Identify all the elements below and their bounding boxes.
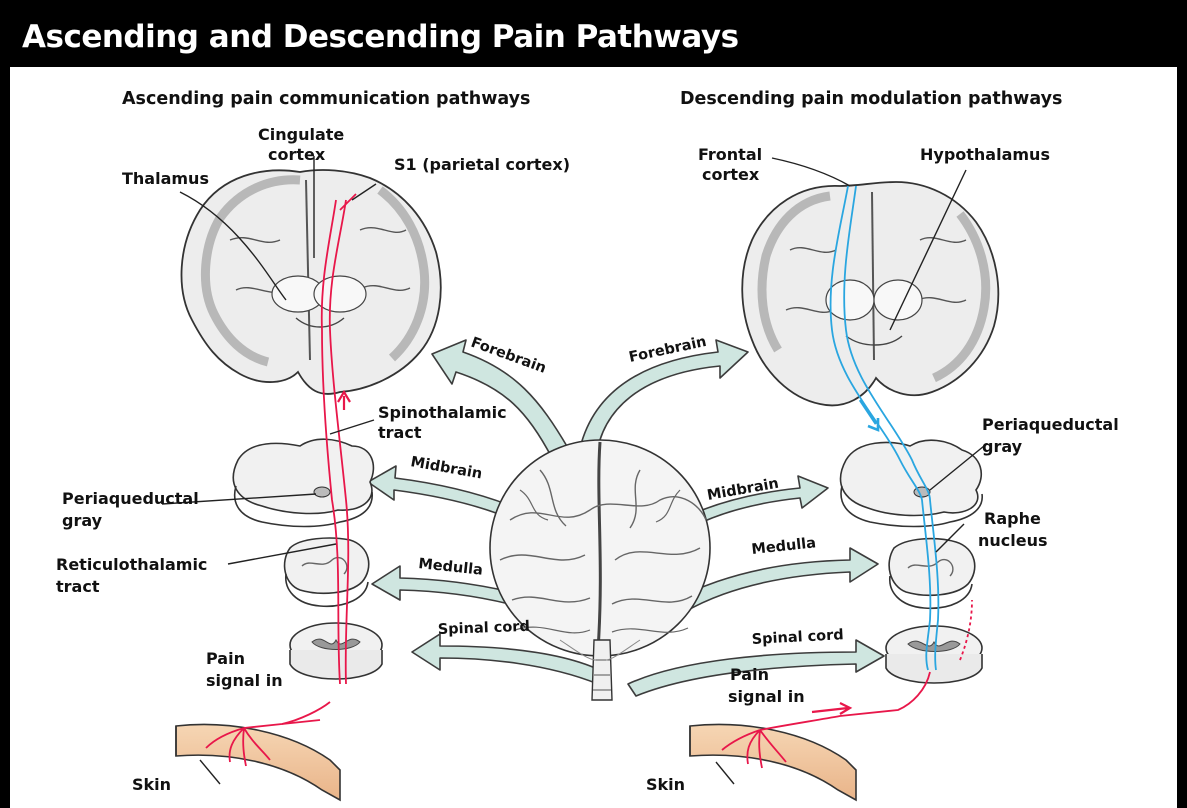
label-raphe-line2: nucleus [978, 531, 1048, 550]
left-skin [176, 724, 340, 800]
left-spinal-slice [290, 623, 382, 679]
arrow-label-spinal-left: Spinal cord [438, 619, 531, 638]
label-frontal-line2: cortex [702, 165, 760, 184]
label-left-skin: Skin [132, 775, 171, 794]
right-skin [690, 724, 856, 800]
arrow-label-medulla-right: Medulla [751, 535, 817, 558]
right-medulla-slice [889, 539, 975, 609]
arrow-label-spinal-right: Spinal cord [751, 627, 844, 648]
label-right-pag-line2: gray [982, 437, 1023, 456]
right-ascending-pain [722, 600, 972, 768]
label-reticulo-line1: Reticulothalamic [56, 555, 207, 574]
label-spinothalamic-line2: tract [378, 423, 422, 442]
right-midbrain-slice [841, 440, 983, 526]
label-raphe-line1: Raphe [984, 509, 1041, 528]
label-frontal-line1: Frontal [698, 145, 762, 164]
pain-pathways-diagram: Ascending pain communication pathways De… [10, 67, 1177, 808]
arrow-label-midbrain-left: Midbrain [409, 454, 483, 482]
left-coronal-brain [182, 170, 441, 394]
label-left-pain-line1: Pain [206, 649, 245, 668]
arrow-label-medulla-left: Medulla [418, 556, 484, 579]
left-section-heading: Ascending pain communication pathways [122, 89, 530, 109]
label-left-pain-line2: signal in [206, 671, 283, 690]
label-cingulate-line2: cortex [268, 145, 326, 164]
label-right-pain-line1: Pain [730, 665, 769, 684]
left-midbrain-slice [233, 439, 373, 526]
label-s1: S1 (parietal cortex) [394, 155, 570, 174]
label-left-pag-line1: Periaqueductal [62, 489, 199, 508]
label-right-pain-line2: signal in [728, 687, 805, 706]
label-left-pag-line2: gray [62, 511, 103, 530]
label-right-skin: Skin [646, 775, 685, 794]
label-spinothalamic-line1: Spinothalamic [378, 403, 507, 422]
label-cingulate-line1: Cingulate [258, 125, 344, 144]
right-coronal-brain [742, 182, 998, 405]
figure-title: Ascending and Descending Pain Pathways [22, 12, 739, 62]
label-hypothalamus: Hypothalamus [920, 145, 1050, 164]
label-thalamus: Thalamus [122, 169, 209, 188]
left-medulla-slice [285, 538, 369, 606]
label-right-pag-line1: Periaqueductal [982, 415, 1119, 434]
label-reticulo-line2: tract [56, 577, 100, 596]
right-section-heading: Descending pain modulation pathways [680, 89, 1062, 109]
